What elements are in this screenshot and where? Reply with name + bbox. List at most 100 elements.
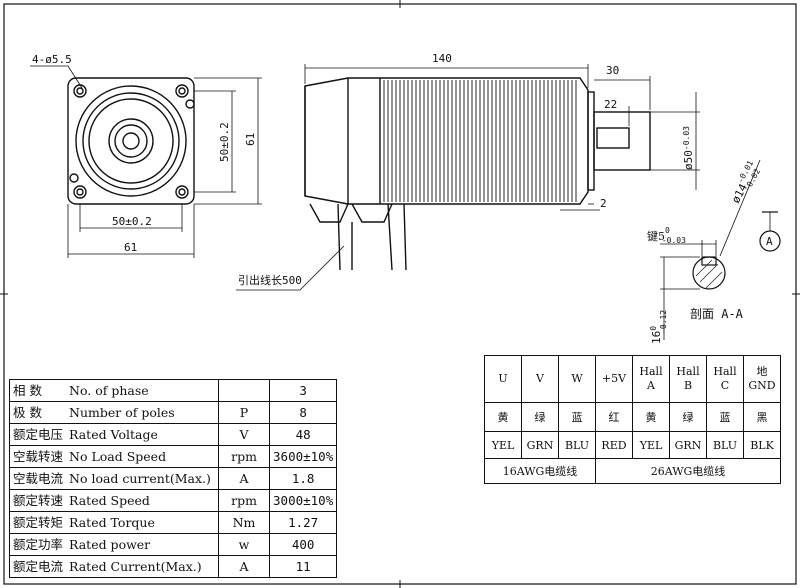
wire-color-en-row: YEL GRN BLU RED YEL GRN BLU BLK [484, 431, 781, 459]
cooling-fins [383, 80, 577, 202]
wire-color-en: YEL [632, 431, 670, 459]
spec-unit: rpm [218, 445, 271, 468]
wire-header-row: U V W +5V Hall A Hall B Hall C 地 GND [484, 355, 781, 403]
spec-value: 3 [269, 379, 338, 402]
wire-header: V [521, 355, 559, 403]
motor-body [304, 77, 589, 205]
wire-color-cn-row: 黄 绿 蓝 红 黄 绿 蓝 黑 [484, 402, 781, 432]
spec-name-en: Rated Voltage [66, 423, 220, 446]
holes-label: 4-ø5.5 [32, 53, 72, 66]
wire-color-cn: 黑 [743, 402, 781, 432]
wire-color-cn: 蓝 [558, 402, 596, 432]
spec-value: 400 [269, 533, 338, 556]
wire-header: Hall B [669, 355, 707, 403]
spec-name-cn: 额定转矩 [9, 511, 67, 534]
spec-value: 3600±10% [269, 445, 338, 468]
spec-unit: rpm [218, 489, 271, 512]
shaft-length-dim: 30 [606, 64, 619, 77]
wire-color-cn: 蓝 [706, 402, 744, 432]
shaft-dia-section: ø14-0.01-0.02 [727, 159, 764, 207]
spec-value: 3000±10% [269, 489, 338, 512]
wire-color-table: U V W +5V Hall A Hall B Hall C 地 GND 黄 绿… [484, 355, 781, 484]
spec-name-en: No load current(Max.) [66, 467, 220, 490]
side-view [236, 64, 700, 291]
spec-unit [218, 379, 271, 402]
spec-value: 11 [269, 555, 338, 578]
spec-name-cn: 空载电流 [9, 467, 67, 490]
front-square [67, 77, 195, 205]
front-outer-h: 61 [124, 241, 137, 254]
gauge-signal: 26AWG电缆线 [595, 458, 781, 484]
front-inner-h: 50±0.2 [112, 215, 152, 228]
spec-name-en: No. of phase [66, 379, 220, 402]
key-length-dim: 22 [604, 98, 617, 111]
spec-name-en: Rated Current(Max.) [66, 555, 220, 578]
spec-name-en: Rated Torque [66, 511, 220, 534]
front-outer-v: 61 [244, 133, 257, 146]
spec-name-cn: 额定电流 [9, 555, 67, 578]
wire-color-en: GRN [669, 431, 707, 459]
wire-header: Hall A [632, 355, 670, 403]
wire-color-en: GRN [521, 431, 559, 459]
section-view [660, 159, 781, 340]
spec-unit: Nm [218, 511, 271, 534]
spec-unit: A [218, 467, 271, 490]
section-label: 剖面 A-A [690, 307, 744, 321]
wire-color-cn: 绿 [521, 402, 559, 432]
wire-color-cn: 红 [595, 402, 633, 432]
wire-color-en: BLU [558, 431, 596, 459]
spec-name-en: No Load Speed [66, 445, 220, 468]
wire-header: W [558, 355, 596, 403]
flange-dim: 2 [600, 197, 607, 210]
wire-header: U [484, 355, 522, 403]
spec-name-cn: 相 数 [9, 379, 67, 402]
front-inner-v: 50±0.2 [218, 122, 231, 162]
front-view [30, 65, 262, 258]
key-width-label: 键50-0.03 [647, 226, 686, 245]
wire-color-en: BLU [706, 431, 744, 459]
spec-value: 8 [269, 401, 338, 424]
spec-name-cn: 额定转速 [9, 489, 67, 512]
wire-color-en: RED [595, 431, 633, 459]
wire-header: 地 GND [743, 355, 781, 403]
spec-name-cn: 极 数 [9, 401, 67, 424]
spec-unit: V [218, 423, 271, 446]
wire-header: Hall C [706, 355, 744, 403]
spec-name-cn: 额定功率 [9, 533, 67, 556]
wire-color-cn: 绿 [669, 402, 707, 432]
wire-color-en: BLK [743, 431, 781, 459]
spec-unit: w [218, 533, 271, 556]
spec-name-en: Rated Speed [66, 489, 220, 512]
key-height-label: 160-0.12 [649, 310, 668, 344]
spec-value: 1.8 [269, 467, 338, 490]
wire-header: +5V [595, 355, 633, 403]
spec-name-en: Number of poles [66, 401, 220, 424]
wire-color-cn: 黄 [484, 402, 522, 432]
spec-name-cn: 额定电压 [9, 423, 67, 446]
spec-value: 48 [269, 423, 338, 446]
length-dim: 140 [432, 52, 452, 65]
gauge-power: 16AWG电缆线 [484, 458, 596, 484]
lead-length-label: 引出线长500 [238, 273, 302, 287]
wire-color-en: YEL [484, 431, 522, 459]
spec-unit: P [218, 401, 271, 424]
wire-gauge-row: 16AWG电缆线 26AWG电缆线 [484, 458, 781, 484]
spec-unit: A [218, 555, 271, 578]
front-outer-circle [75, 85, 187, 197]
shaft-diameter: ø50-0.03 [682, 126, 695, 170]
spec-name-cn: 空载转速 [9, 445, 67, 468]
wire-color-cn: 黄 [632, 402, 670, 432]
spec-value: 1.27 [269, 511, 338, 534]
spec-name-en: Rated power [66, 533, 220, 556]
